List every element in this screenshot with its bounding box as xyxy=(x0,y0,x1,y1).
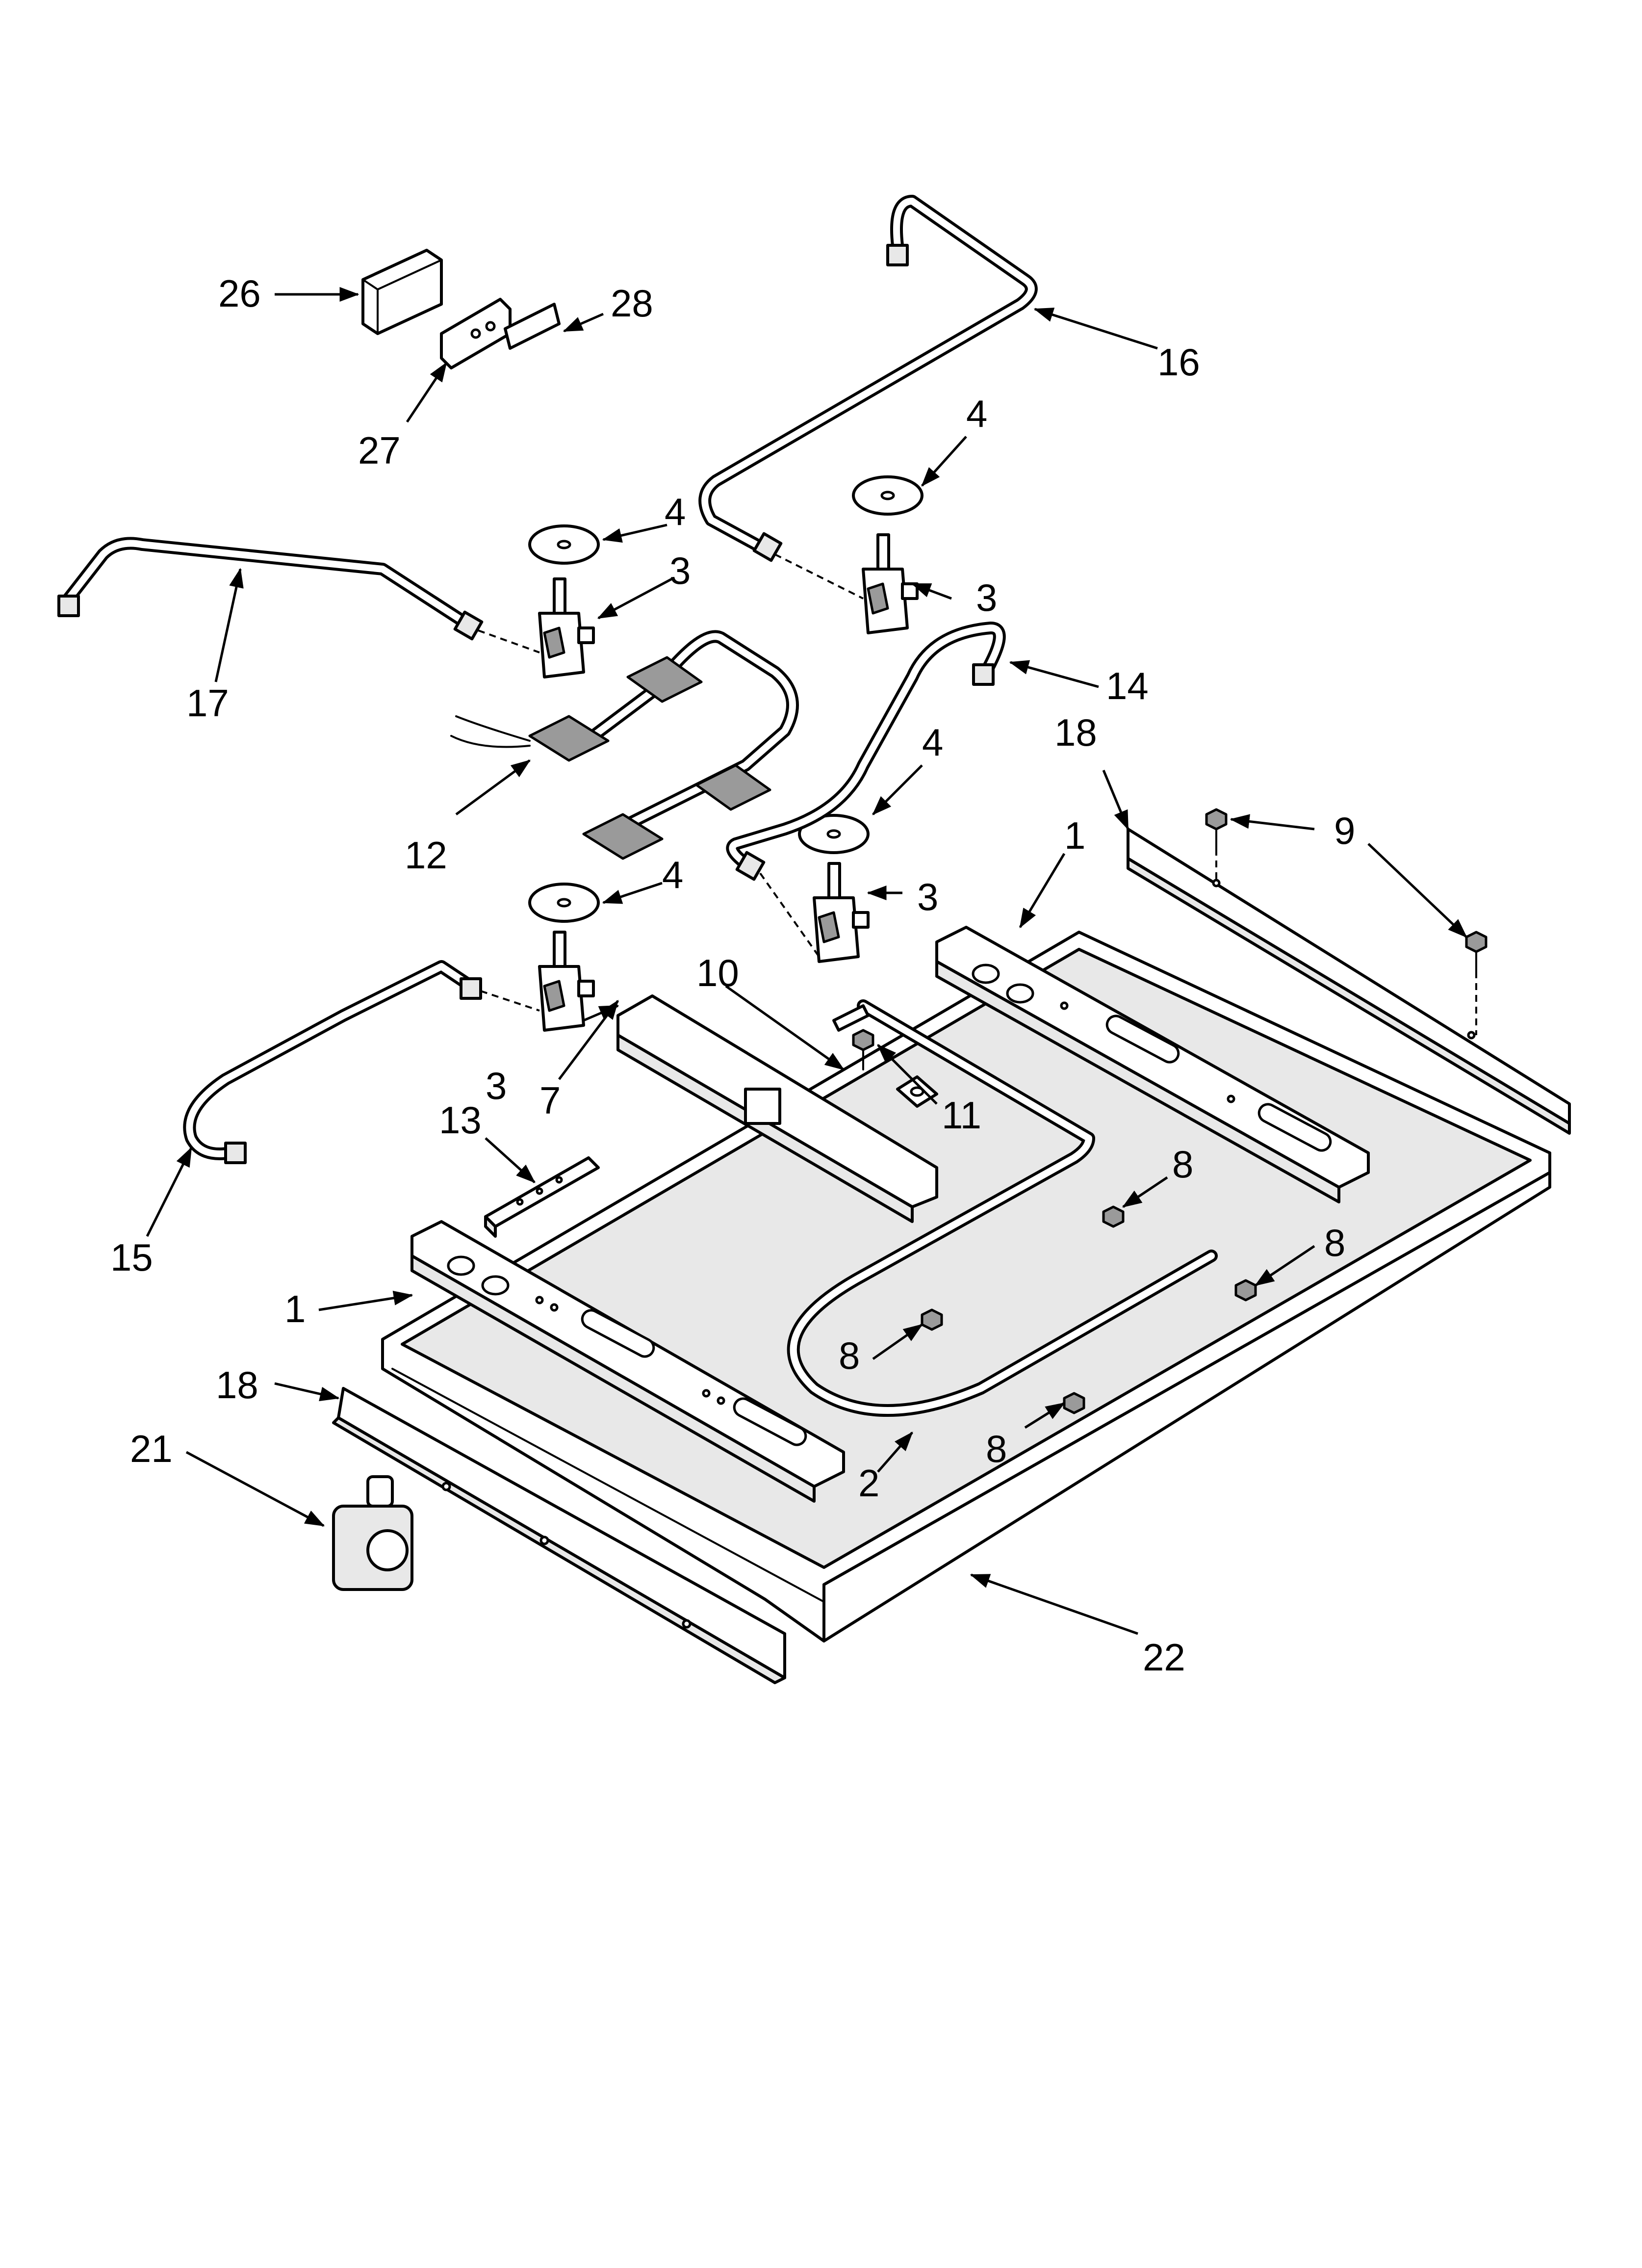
callout-3-a: 3 xyxy=(669,549,691,592)
valve-assembly-upper-right xyxy=(852,475,924,634)
u-burner-part xyxy=(787,999,1218,1417)
valve-assembly-mid-right xyxy=(798,814,870,963)
igniter-harness-part xyxy=(450,630,799,860)
module-plate-part xyxy=(504,303,561,350)
callout-labels: 26 28 27 16 4 4 3 3 17 14 12 4 18 9 1 4 … xyxy=(110,272,1355,1679)
callout-18-a: 18 xyxy=(1054,711,1097,754)
pressure-regulator-part xyxy=(332,1475,413,1591)
screw-8-b xyxy=(1234,1279,1257,1302)
callout-2: 2 xyxy=(858,1461,879,1505)
leader-arrows xyxy=(146,287,1467,1635)
callout-17: 17 xyxy=(186,681,229,725)
callout-16: 16 xyxy=(1157,340,1200,384)
screw-9-lower xyxy=(1465,931,1488,972)
callout-4-c: 4 xyxy=(922,721,943,764)
front-rail-part xyxy=(332,1387,786,1684)
callout-8-d: 8 xyxy=(986,1427,1007,1470)
callout-4-a: 4 xyxy=(966,392,987,435)
burner-bracket-rear-part xyxy=(935,926,1370,1203)
manifold-bracket-part xyxy=(616,994,938,1223)
callout-13: 13 xyxy=(439,1098,482,1142)
screw-11 xyxy=(852,1029,874,1070)
spark-module-part xyxy=(440,298,512,369)
gas-tube-17-part xyxy=(57,537,484,641)
callout-18-b: 18 xyxy=(216,1363,258,1407)
callout-1-b: 1 xyxy=(284,1287,306,1330)
valve-assembly-upper-left xyxy=(528,524,600,678)
support-plate-part xyxy=(896,1075,938,1108)
rear-rail-part xyxy=(1127,828,1571,1135)
callout-26: 26 xyxy=(218,272,261,315)
callout-10: 10 xyxy=(696,951,739,994)
callout-14: 14 xyxy=(1106,664,1149,707)
callout-7: 7 xyxy=(539,1079,561,1122)
screw-9-upper xyxy=(1205,808,1228,850)
callout-3-c: 3 xyxy=(917,875,938,918)
callout-9: 9 xyxy=(1334,809,1355,852)
screw-8-c xyxy=(921,1308,943,1331)
callout-27: 27 xyxy=(358,429,401,472)
mounting-strip-part xyxy=(484,1156,600,1238)
callout-4-d: 4 xyxy=(662,853,683,896)
callout-3-d: 3 xyxy=(486,1064,507,1107)
gas-tube-15-part xyxy=(183,960,482,1164)
burner-bracket-front-part xyxy=(410,1220,845,1503)
callout-28: 28 xyxy=(611,282,653,325)
screws-group xyxy=(852,808,1488,1414)
callout-22: 22 xyxy=(1143,1636,1185,1679)
callout-15: 15 xyxy=(110,1236,153,1279)
gas-tube-16-part xyxy=(698,195,1038,562)
callout-8-b: 8 xyxy=(1324,1221,1345,1264)
module-cover-part xyxy=(361,249,443,335)
callout-8-a: 8 xyxy=(1172,1143,1193,1186)
screw-8-d xyxy=(1063,1392,1085,1414)
callout-11: 11 xyxy=(942,1094,981,1137)
callout-4-b: 4 xyxy=(665,490,686,533)
callout-21: 21 xyxy=(130,1427,173,1470)
assembly-lines xyxy=(478,553,1477,1035)
screw-8-a xyxy=(1102,1205,1125,1228)
callout-3-b: 3 xyxy=(976,576,997,619)
callout-12: 12 xyxy=(405,834,447,877)
callout-1-a: 1 xyxy=(1064,814,1085,857)
callout-8-c: 8 xyxy=(839,1334,860,1377)
gas-tube-14-part xyxy=(726,622,1006,881)
valve-assembly-lower-left xyxy=(528,883,600,1032)
